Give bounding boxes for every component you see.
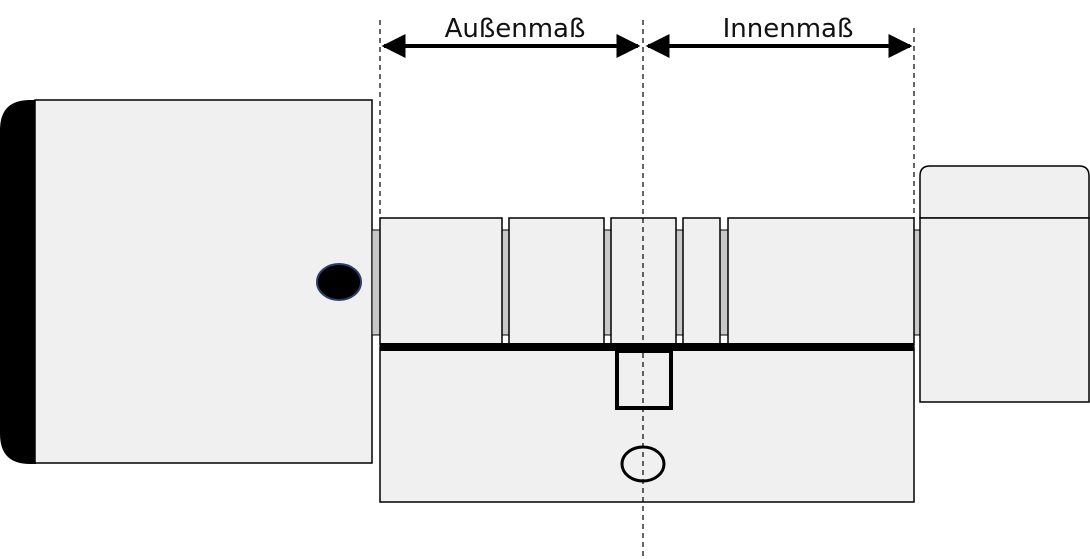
pin-segment-4 — [682, 217, 721, 346]
pin-gap — [603, 229, 612, 336]
thumb-turn-body — [919, 217, 1090, 403]
pin-gap — [719, 229, 729, 336]
outer-dimension-label: Außenmaß — [445, 14, 586, 44]
cam-bit — [615, 349, 673, 410]
knob-body — [34, 99, 373, 464]
door-knob — [0, 99, 373, 464]
pin-gap — [913, 229, 921, 336]
knob-edge — [0, 100, 36, 464]
pin-segment-1 — [379, 217, 503, 346]
cylinder-divider-line — [380, 343, 914, 351]
inner-dimension-label: Innenmaß — [723, 14, 854, 44]
thumb-turn — [919, 165, 1090, 403]
thumb-turn-top — [919, 165, 1090, 219]
pin-gap — [675, 229, 684, 336]
pin-segment-5 — [727, 217, 915, 346]
pin-segment-2 — [508, 217, 605, 346]
pin-segments — [379, 217, 921, 346]
knob-screw-dot — [316, 263, 362, 301]
dimension-annotations: Außenmaß Innenmaß — [379, 14, 915, 218]
pin-gap — [501, 229, 510, 336]
